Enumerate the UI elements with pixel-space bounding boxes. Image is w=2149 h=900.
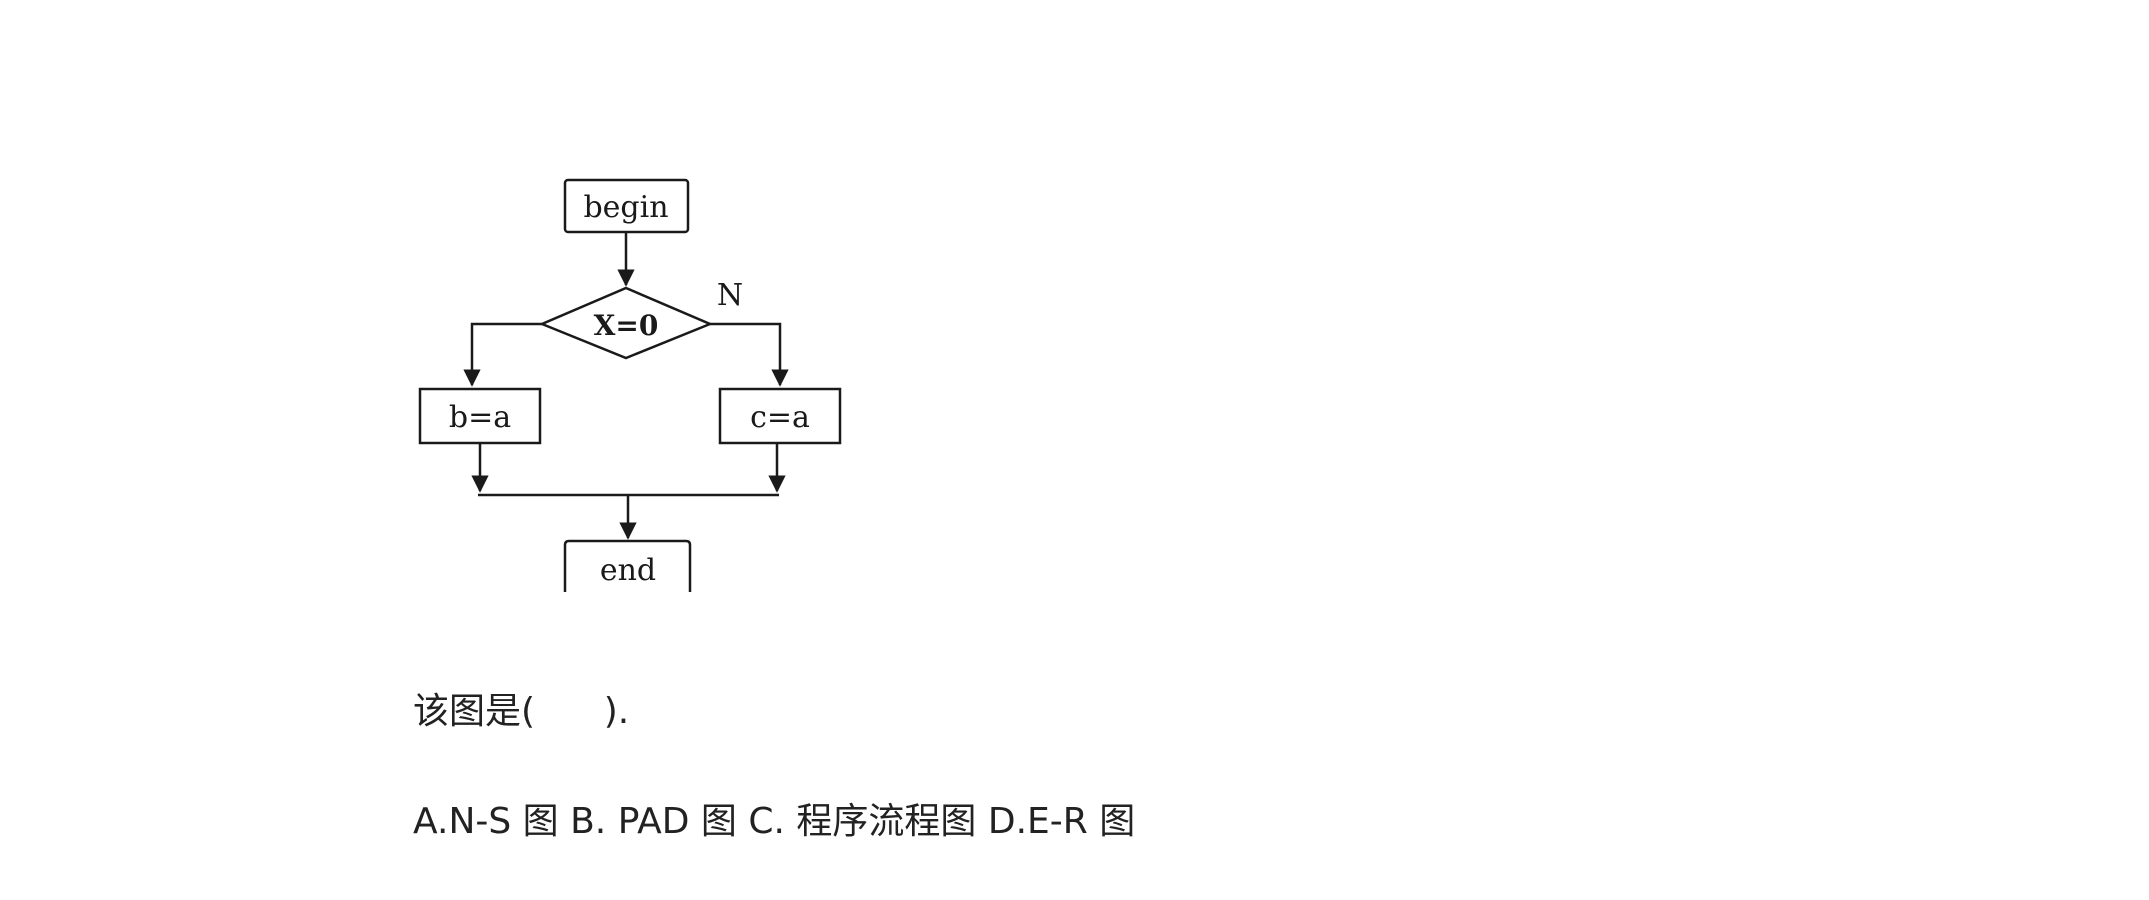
option-d: D.E-R 图 — [987, 801, 1136, 842]
decision-diamond — [538, 286, 714, 360]
option-c: C. 程序流程图 — [748, 801, 977, 842]
question-stem: 该图是( ). — [413, 691, 630, 732]
right-process-label: c=a — [750, 400, 810, 435]
flowchart-figure: begin X=0 N b=a c=a end — [410, 175, 850, 595]
option-b: B. PAD 图 — [570, 801, 737, 842]
decision-label: X=0 — [594, 309, 659, 342]
end-terminal-label: end — [600, 553, 656, 588]
arrow-decision-to-left-process — [463, 322, 542, 387]
start-terminal-label: begin — [583, 190, 668, 225]
option-a: A.N-S 图 — [413, 801, 559, 842]
flowchart-diagram: begin X=0 N b=a c=a end — [418, 178, 842, 592]
no-branch-label: N — [717, 278, 743, 313]
left-process-label: b=a — [449, 400, 511, 435]
arrow-decision-to-right-process — [710, 322, 789, 387]
end-terminal — [563, 539, 692, 592]
answer-options: A.N-S 图 B. PAD 图 C. 程序流程图 D.E-R 图 — [413, 800, 1135, 844]
right-process-box — [718, 387, 842, 445]
